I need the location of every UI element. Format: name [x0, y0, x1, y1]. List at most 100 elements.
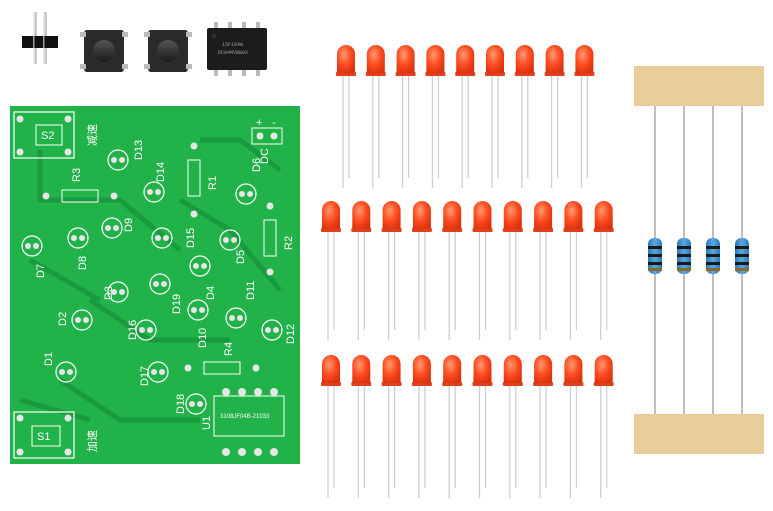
- pcb-led-d9: D9: [101, 217, 135, 239]
- label-r2: R2: [283, 236, 295, 250]
- resistor-3: [706, 238, 720, 274]
- label-d9: D9: [123, 218, 135, 232]
- label-speed-up: 加速: [86, 430, 99, 452]
- loose-led-15: [472, 201, 493, 340]
- loose-led-4: [425, 45, 446, 188]
- tape-top: [634, 66, 764, 106]
- pcb-r3: R3: [42, 168, 118, 203]
- label-u1: U1: [201, 416, 213, 430]
- pcb-led-d16: D16: [127, 319, 157, 341]
- pcb-board: S2 减速 S1 加速 + - DC R3 R1: [10, 106, 300, 464]
- label-r1: R1: [207, 176, 219, 190]
- pcb-led-d7: D7: [21, 235, 47, 278]
- pcb-led-d10: D10: [187, 299, 209, 348]
- pcb-s2-footprint: S2: [13, 111, 75, 159]
- pcb-led-d19: D19: [149, 273, 183, 314]
- label-d8: D8: [77, 256, 89, 270]
- pcb-led-d17: D17: [139, 361, 169, 386]
- loose-led-13: [411, 201, 432, 340]
- loose-led-5: [455, 45, 476, 188]
- pcb-led-d2: D2: [57, 309, 93, 331]
- label-slow-down: 减速: [86, 124, 99, 146]
- label-d7: D7: [35, 264, 47, 278]
- pcb-led-d4: D4: [189, 255, 217, 300]
- label-d3: D3: [103, 286, 115, 300]
- loose-led-19: [593, 201, 614, 340]
- label-d1: D1: [43, 352, 55, 366]
- loose-led-27: [533, 355, 554, 498]
- pcb-led-d18: D18: [175, 393, 207, 415]
- resistor-2: [677, 238, 691, 274]
- loose-led-25: [472, 355, 493, 498]
- label-d11: D11: [245, 281, 257, 300]
- label-minus: -: [272, 117, 276, 129]
- loose-led-22: [381, 355, 402, 498]
- loose-led-29: [593, 355, 614, 498]
- pcb-r2: R2: [263, 202, 295, 276]
- label-d6: D6: [251, 158, 263, 172]
- label-d15: D15: [185, 228, 197, 248]
- loose-led-3: [395, 45, 416, 188]
- label-d19: D19: [171, 294, 183, 314]
- label-dc: DC: [259, 148, 271, 164]
- loose-led-10: [321, 201, 341, 340]
- loose-led-2: [365, 45, 386, 188]
- label-s2: S2: [41, 130, 54, 142]
- loose-led-11: [351, 201, 372, 340]
- loose-led-18: [563, 201, 584, 340]
- loose-led-14: [442, 201, 463, 340]
- loose-led-16: [502, 201, 523, 340]
- chip-marking-1: 15F104W: [222, 42, 243, 48]
- label-s1: S1: [37, 431, 50, 443]
- pcb-led-d13: D13: [107, 140, 145, 171]
- loose-led-21: [351, 355, 372, 498]
- label-d2: D2: [57, 312, 69, 326]
- label-chip-mark: 3108JF04B-21033: [220, 414, 270, 420]
- pcb-u1-footprint: 3108JF04B-21033 U1: [201, 388, 285, 456]
- label-d16: D16: [127, 320, 139, 340]
- tactile-button-2: [144, 30, 192, 72]
- label-r4: R4: [223, 342, 235, 356]
- pcb-led-d1: D1: [43, 352, 77, 383]
- pcb-s1-footprint: S1: [13, 411, 75, 459]
- pcb-led-d11: D11: [225, 281, 257, 329]
- loose-led-26: [502, 355, 523, 498]
- label-d4: D4: [205, 286, 217, 300]
- pcb-r1: R1: [187, 142, 219, 218]
- resistor-1: [648, 238, 662, 274]
- label-d5: D5: [235, 250, 247, 264]
- loose-led-9: [574, 45, 595, 188]
- label-d14: D14: [155, 162, 167, 182]
- loose-led-7: [514, 45, 535, 188]
- pcb-r4: R4: [184, 342, 260, 375]
- loose-led-20: [321, 355, 341, 498]
- pcb-led-d14: D14: [143, 162, 167, 203]
- pcb-led-d5: D5: [219, 229, 247, 264]
- dip8-chip: 15F104W DC04MVWW0X: [207, 22, 267, 76]
- loose-led-12: [381, 201, 402, 340]
- label-d10: D10: [197, 328, 209, 348]
- chip-marking-2: DC04MVWW0X: [218, 50, 248, 56]
- loose-led-23: [411, 355, 432, 498]
- loose-led-28: [563, 355, 584, 498]
- pcb-led-d15: D15: [151, 227, 197, 249]
- label-r3: R3: [71, 168, 83, 182]
- pcb-dc-connector: + - DC: [251, 117, 283, 164]
- label-d18: D18: [175, 394, 187, 414]
- resistor-4: [735, 238, 749, 274]
- tactile-button-1: [80, 30, 128, 72]
- tape-bottom: [634, 414, 764, 454]
- label-d13: D13: [133, 140, 145, 160]
- pin-header: [22, 12, 58, 64]
- loose-led-6: [485, 45, 505, 188]
- label-plus: +: [256, 117, 262, 129]
- loose-led-group: [321, 45, 614, 498]
- resistor-tape-strip: [634, 66, 764, 454]
- pcb-led-d6: D6: [235, 158, 263, 205]
- loose-led-8: [544, 45, 565, 188]
- pcb-led-d8: D8: [67, 227, 89, 270]
- pcb-led-d12: D12: [261, 319, 297, 344]
- loose-led-17: [533, 201, 554, 340]
